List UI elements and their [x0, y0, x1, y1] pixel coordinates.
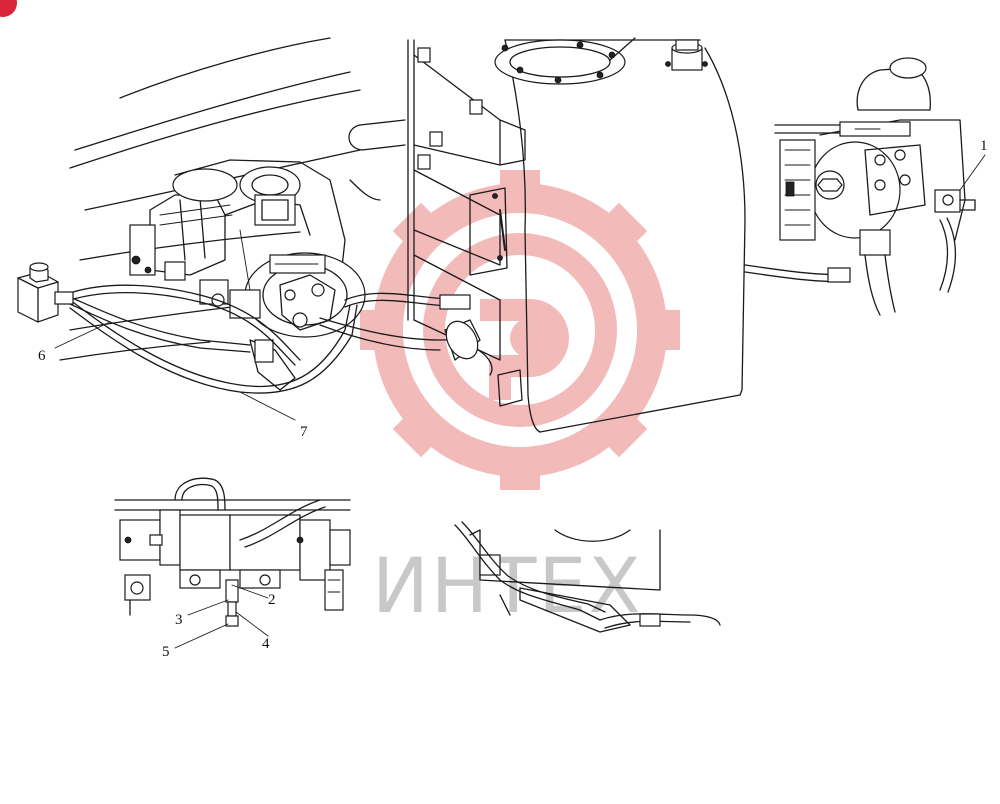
callout-leaders — [54, 154, 986, 649]
valve-block — [17, 262, 74, 323]
watermark-brand-text: ИНТЕХ — [372, 541, 643, 630]
callout-label-5: 5 — [162, 644, 170, 660]
callout-label-1: 1 — [980, 138, 988, 154]
detail-view-bottom-left — [114, 477, 351, 627]
callout-label-4: 4 — [262, 636, 270, 652]
hoses — [69, 179, 493, 394]
callout-label-6: 6 — [38, 348, 46, 364]
main-hydraulic-pump — [129, 159, 366, 391]
callout-label-3: 3 — [175, 612, 183, 628]
callout-label-7: 7 — [300, 424, 308, 440]
detail-view-bottom-right — [454, 521, 721, 633]
corner-badge-icon — [0, 0, 17, 17]
detail-view-top-right — [744, 57, 976, 316]
callout-label-2: 2 — [268, 592, 276, 608]
hydraulic-tank — [407, 37, 746, 433]
